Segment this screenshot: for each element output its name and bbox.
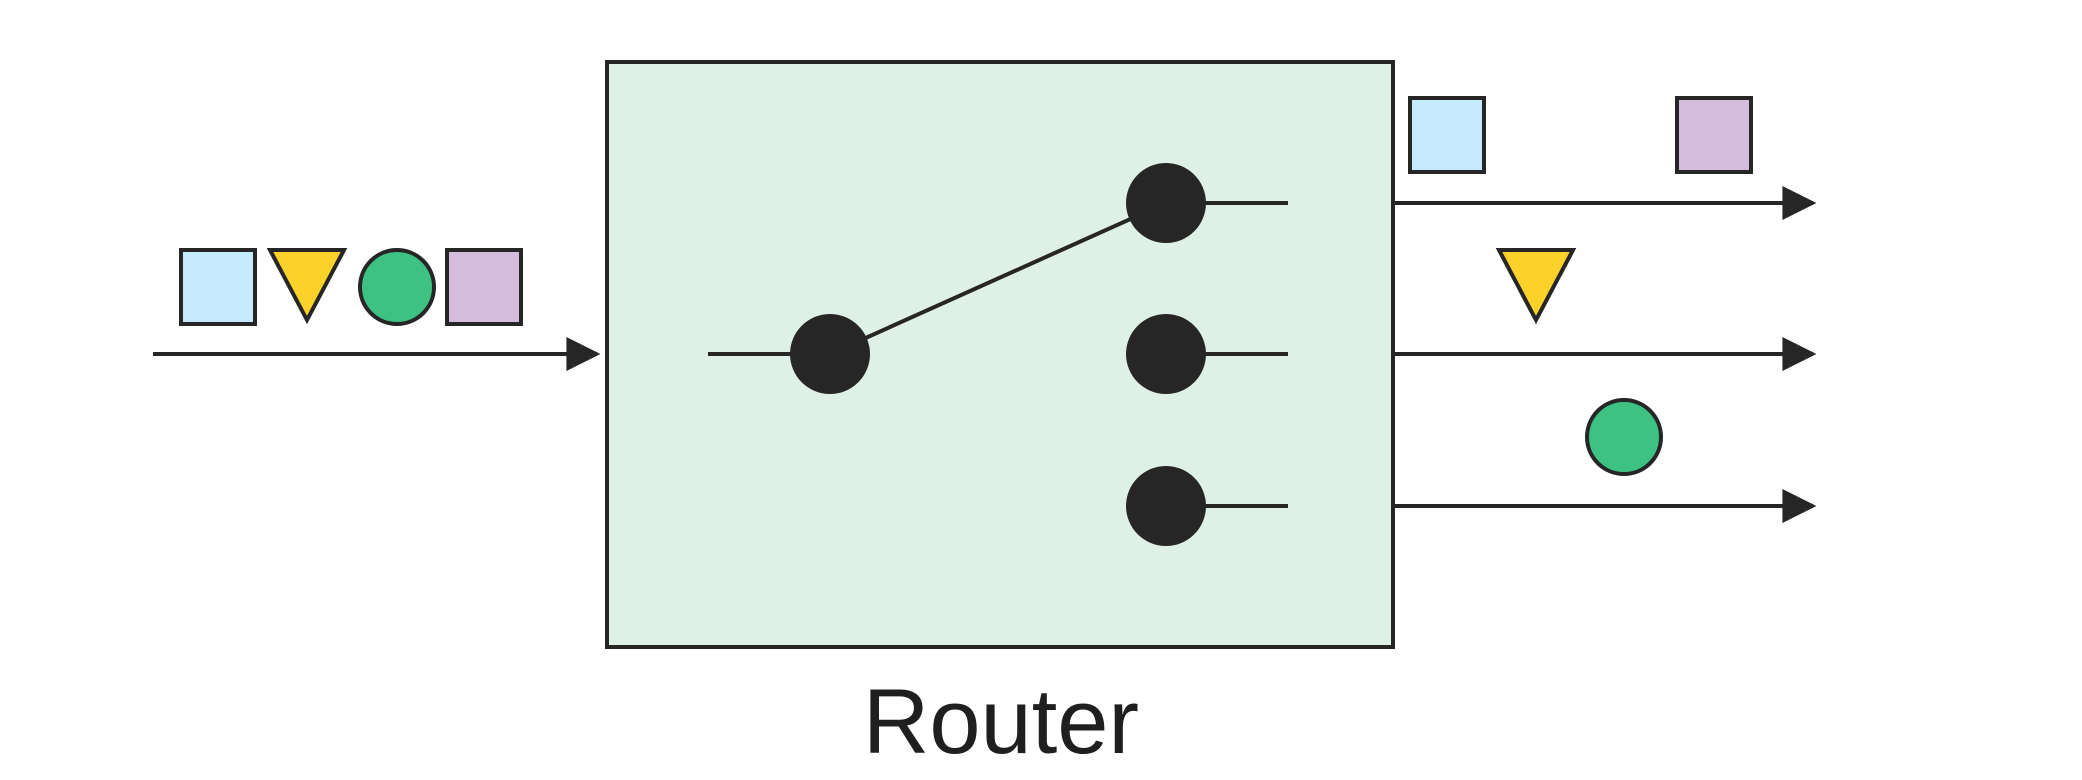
switch-pivot-node: [790, 314, 870, 394]
router-label: Router: [862, 671, 1140, 773]
input-message: [179, 248, 523, 326]
output-middle-triangle-yellow: [1495, 248, 1577, 325]
input-triangle-yellow: [266, 248, 348, 325]
router-switch: [708, 163, 1288, 546]
output-bottom-circle-green: [1585, 398, 1663, 476]
input-square-purple: [445, 248, 523, 326]
input-square-blue: [179, 248, 257, 326]
switch-lever: [829, 201, 1167, 356]
input-circle-green: [358, 248, 436, 326]
output-top-square-blue: [1408, 96, 1486, 174]
output-top-square-purple: [1675, 96, 1753, 174]
